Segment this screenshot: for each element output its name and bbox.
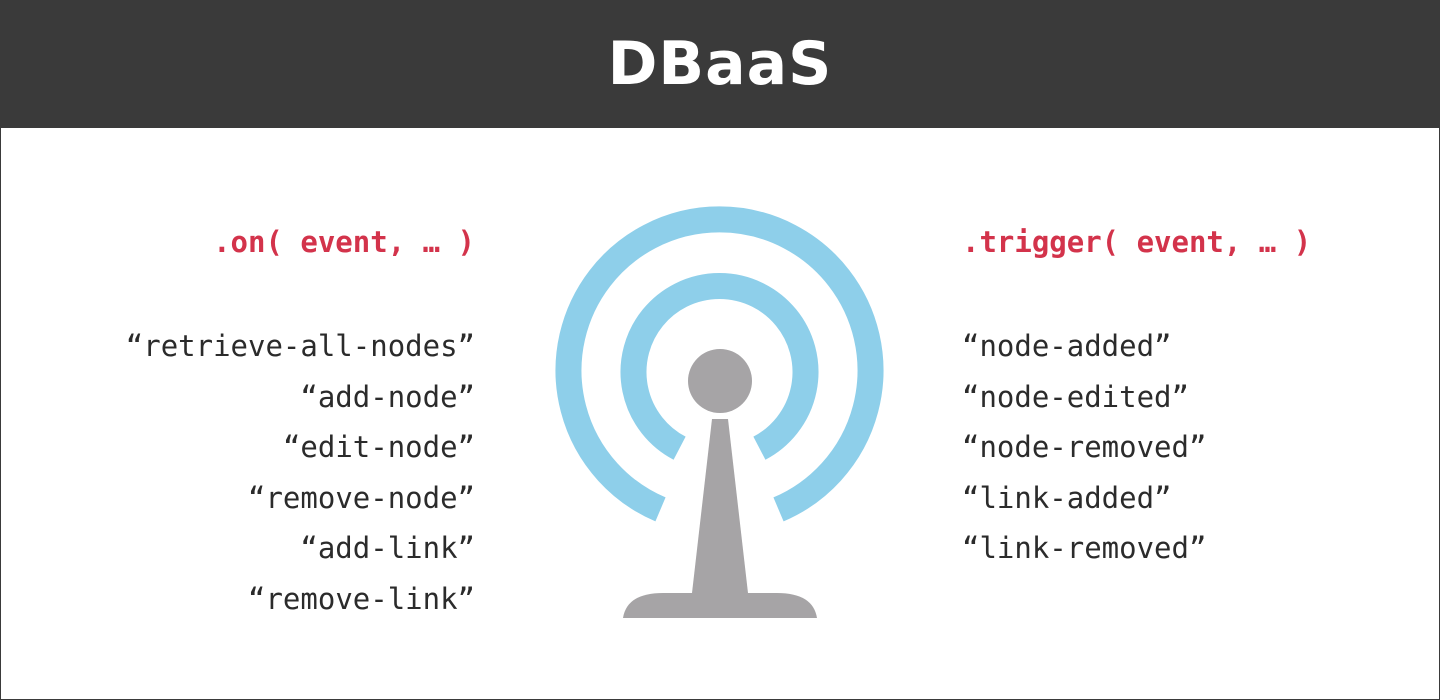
listen-event-item: “add-node” (300, 379, 475, 414)
tower-base (623, 593, 817, 618)
trigger-method-heading: .trigger( event, … ) (962, 225, 1312, 259)
listen-events-column: .on( event, … ) “retrieve-all-nodes” “ad… (126, 220, 475, 625)
trigger-events-list: “node-added” “node-edited” “node-removed… (962, 321, 1311, 574)
trigger-event-item: “node-edited” (962, 379, 1189, 414)
trigger-events-column: .trigger( event, … ) “node-added” “node-… (962, 220, 1311, 574)
trigger-event-item: “link-removed” (962, 531, 1207, 566)
tower-head (688, 349, 752, 413)
on-method-heading: .on( event, … ) (213, 225, 475, 259)
broadcast-tower-icon (555, 206, 884, 618)
listen-event-item: “retrieve-all-nodes” (125, 329, 475, 363)
trigger-event-item: “node-added” (962, 329, 1172, 363)
tower-mast (692, 419, 748, 593)
listen-event-item: “remove-link” (248, 581, 475, 616)
title-bar: DBaaS (0, 0, 1440, 128)
trigger-event-item: “node-removed” (962, 430, 1207, 465)
listen-event-item: “add-link” (300, 531, 475, 566)
trigger-event-item: “link-added” (962, 480, 1172, 515)
outer-wave-arc (555, 206, 884, 522)
listen-events-list: “retrieve-all-nodes” “add-node” “edit-no… (126, 321, 475, 625)
listen-event-item: “remove-node” (248, 480, 475, 515)
listen-event-item: “edit-node” (282, 430, 475, 465)
inner-wave-arc (620, 273, 819, 460)
page-title: DBaaS (607, 29, 833, 99)
